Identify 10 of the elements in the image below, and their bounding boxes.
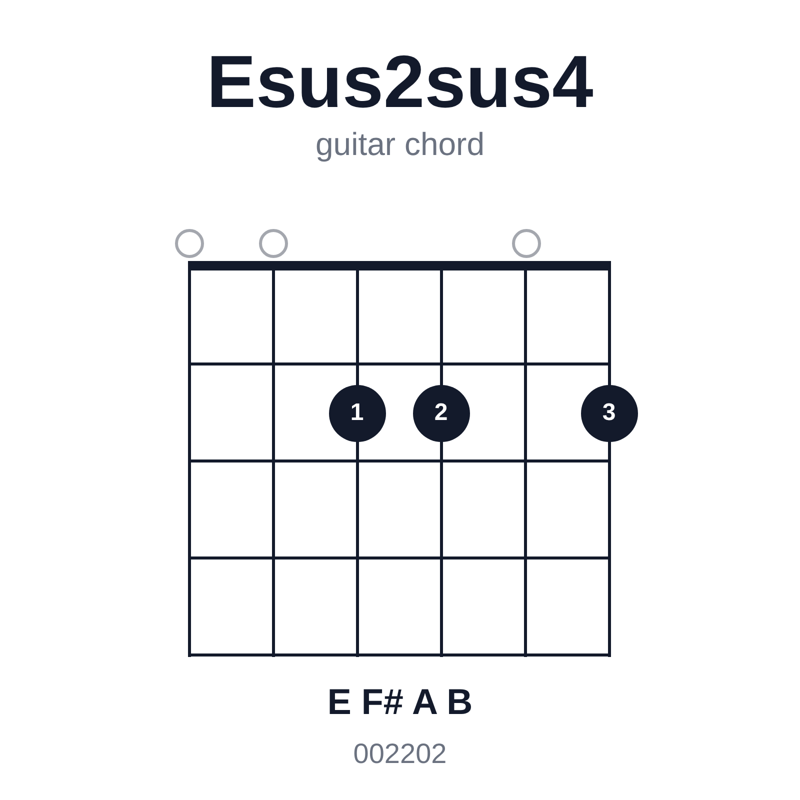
fret-numbers: 002202 (353, 740, 447, 768)
chord-subtitle: guitar chord (316, 128, 484, 160)
open-string-icon (512, 228, 540, 258)
open-string-icon (174, 228, 204, 258)
open-string-icon (258, 228, 288, 258)
chord-notes: E F# A B (327, 684, 473, 720)
finger-dot: 2 (412, 384, 470, 442)
finger-dot: 3 (580, 384, 638, 442)
chord-title: Esus2sus4 (206, 45, 594, 119)
finger-dot: 1 (328, 384, 386, 442)
